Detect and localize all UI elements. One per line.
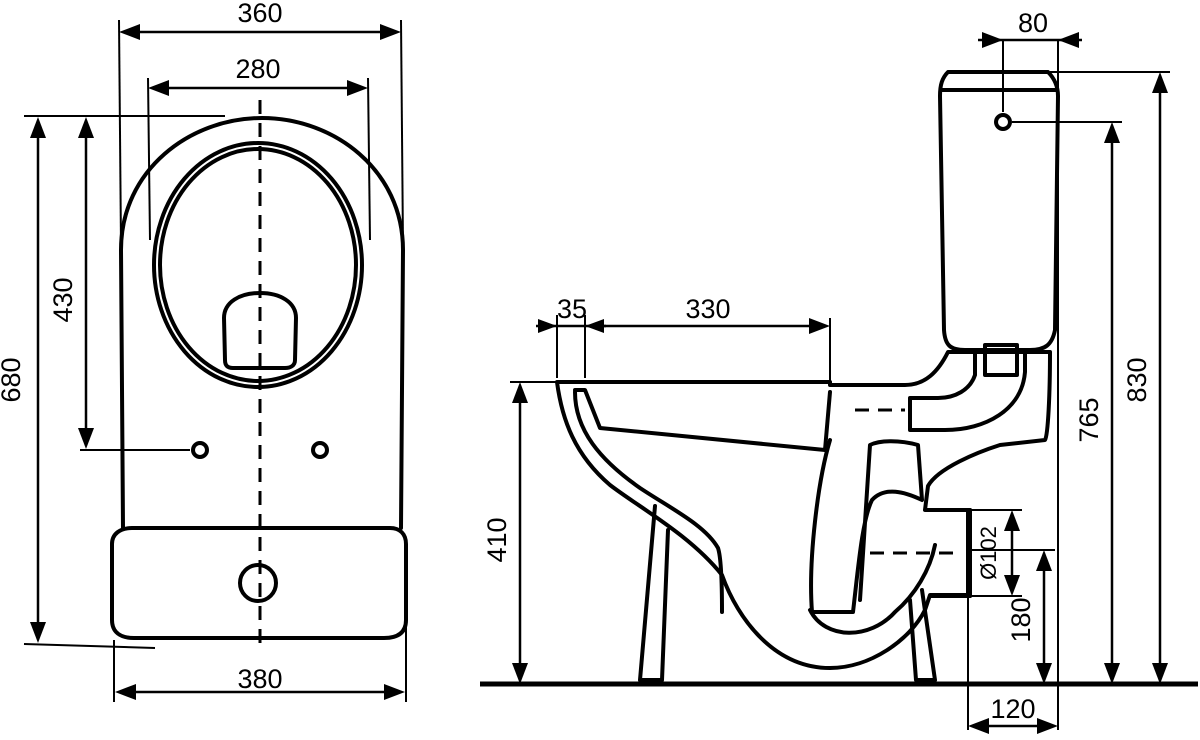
- bowl-outer-profile: [555, 350, 1052, 670]
- dim-overall-width: 360: [119, 0, 401, 40]
- dim-inlet-height: 765: [1074, 122, 1120, 684]
- flush-button: [238, 563, 278, 603]
- dim-outlet-height: 180: [1006, 550, 1052, 684]
- dim-tank-width-label: 80: [1018, 8, 1048, 38]
- bowl-inner-wall: [573, 390, 724, 614]
- ext-line: [400, 19, 404, 247]
- bowl-opening: [222, 291, 298, 370]
- dim-back-width: 380: [115, 664, 405, 700]
- ext-line: [118, 19, 122, 247]
- dim-tank-height: 830: [1122, 72, 1168, 684]
- mounting-hole-right: [311, 441, 329, 459]
- dim-bowl-depth: 330: [600, 294, 830, 334]
- dim-seat-width-label: 280: [235, 54, 280, 84]
- side-view: 35 330 80 410 830: [480, 8, 1198, 734]
- dim-seat-width: 280: [148, 54, 368, 96]
- dim-overall-width-label: 360: [237, 0, 282, 28]
- dim-outlet-offset-label: 120: [990, 694, 1035, 724]
- dim-overall-length: 680: [0, 117, 46, 643]
- pedestal: [638, 504, 670, 682]
- dim-hole-distance: 430: [48, 117, 94, 449]
- mounting-hole-left: [191, 441, 209, 459]
- ext-line: [23, 643, 156, 649]
- dim-rim-height-label: 410: [482, 517, 512, 562]
- bowl-outer-outline: [119, 116, 405, 530]
- seat-ring-inner: [158, 147, 358, 383]
- dim-outlet-offset: 120: [968, 694, 1058, 734]
- flush-pipe: [908, 350, 1027, 432]
- dim-rim-thickness-label: 35: [557, 294, 587, 324]
- dim-inlet-height-label: 765: [1074, 397, 1104, 442]
- ext-line: [367, 77, 371, 241]
- dim-bowl-depth-label: 330: [685, 294, 730, 324]
- flush-valve: [983, 343, 1019, 377]
- dim-back-width-label: 380: [237, 664, 282, 694]
- pedestal-rear: [908, 588, 937, 682]
- trapway: [809, 438, 924, 614]
- seat-ring-outer: [152, 141, 364, 389]
- top-view: 360 280 680 430 380: [0, 0, 408, 702]
- cistern-body: [938, 70, 1060, 352]
- dim-rim-thickness: 35: [536, 294, 606, 333]
- bowl-inner-rim: [573, 388, 832, 452]
- tank-top-plate: [110, 526, 408, 640]
- dim-outlet-diameter-label: Ø102: [976, 526, 1001, 580]
- dim-tank-height-label: 830: [1122, 357, 1152, 402]
- trapway-inner: [808, 543, 937, 635]
- ext-line: [147, 77, 151, 241]
- dim-outlet-height-label: 180: [1006, 597, 1036, 642]
- dim-hole-distance-label: 430: [48, 277, 78, 322]
- cistern-inlet-hole: [994, 113, 1012, 131]
- dim-outlet-diameter: Ø102: [976, 510, 1020, 596]
- dim-overall-length-label: 680: [0, 357, 26, 402]
- dim-rim-height: 410: [482, 382, 528, 684]
- dim-tank-width: 80: [978, 8, 1082, 48]
